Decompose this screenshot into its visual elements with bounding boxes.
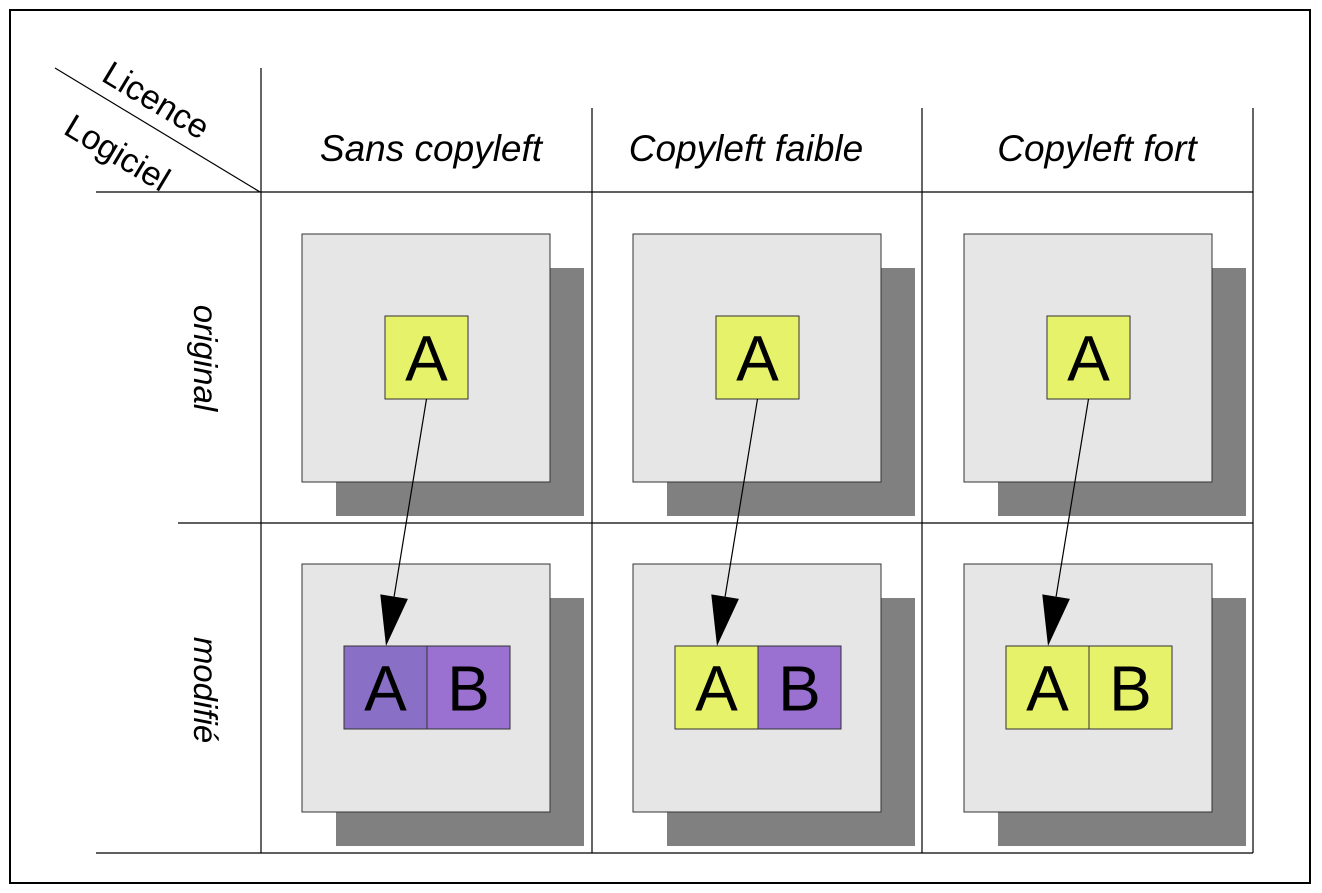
modified-sans-copyleft-b-box bbox=[426, 645, 511, 730]
modified-copyleft-faible-a-box bbox=[674, 645, 759, 730]
original-copyleft-fort-a-box bbox=[1046, 315, 1131, 400]
table-grid bbox=[54, 67, 1254, 854]
arrow-sans-copyleft-line bbox=[393, 398, 428, 597]
column-header-sans-copyleft: Sans copyleft bbox=[320, 128, 544, 169]
arrow-copyleft-fort-head bbox=[1042, 594, 1070, 646]
arrow-sans-copyleft-head bbox=[380, 594, 408, 646]
column-header-copyleft-faible: Copyleft faible bbox=[629, 128, 863, 169]
outer-frame bbox=[9, 9, 1311, 884]
modified-sans-copyleft-b-letter: B bbox=[447, 653, 490, 725]
modified-copyleft-fort-b-letter: B bbox=[1109, 653, 1152, 725]
modified-copyleft-fort-b-box bbox=[1088, 645, 1173, 730]
modified-sans-copyleft-a-letter: A bbox=[364, 653, 407, 725]
modified-copyleft-faible-b-letter: B bbox=[778, 653, 821, 725]
corner-diagonal bbox=[54, 67, 261, 193]
modified-copyleft-faible-a-letter: A bbox=[695, 653, 738, 725]
modified-copyleft-fort-a-box bbox=[1005, 645, 1090, 730]
arrow-copyleft-faible-line bbox=[724, 398, 759, 597]
original-sans-copyleft-a-letter: A bbox=[405, 323, 448, 395]
row-label-modifie: modifié bbox=[187, 637, 224, 743]
original-sans-copyleft-a-box bbox=[384, 315, 469, 400]
arrow-copyleft-faible-head bbox=[711, 594, 739, 646]
original-copyleft-faible-a-letter: A bbox=[736, 323, 779, 395]
arrow-copyleft-fort-line bbox=[1055, 398, 1090, 597]
modified-copyleft-fort-a-letter: A bbox=[1026, 653, 1069, 725]
original-copyleft-fort-a-letter: A bbox=[1067, 323, 1110, 395]
modified-copyleft-faible-b-box bbox=[757, 645, 842, 730]
row-label-original: original bbox=[187, 305, 224, 413]
column-header-copyleft-fort: Copyleft fort bbox=[997, 128, 1198, 169]
